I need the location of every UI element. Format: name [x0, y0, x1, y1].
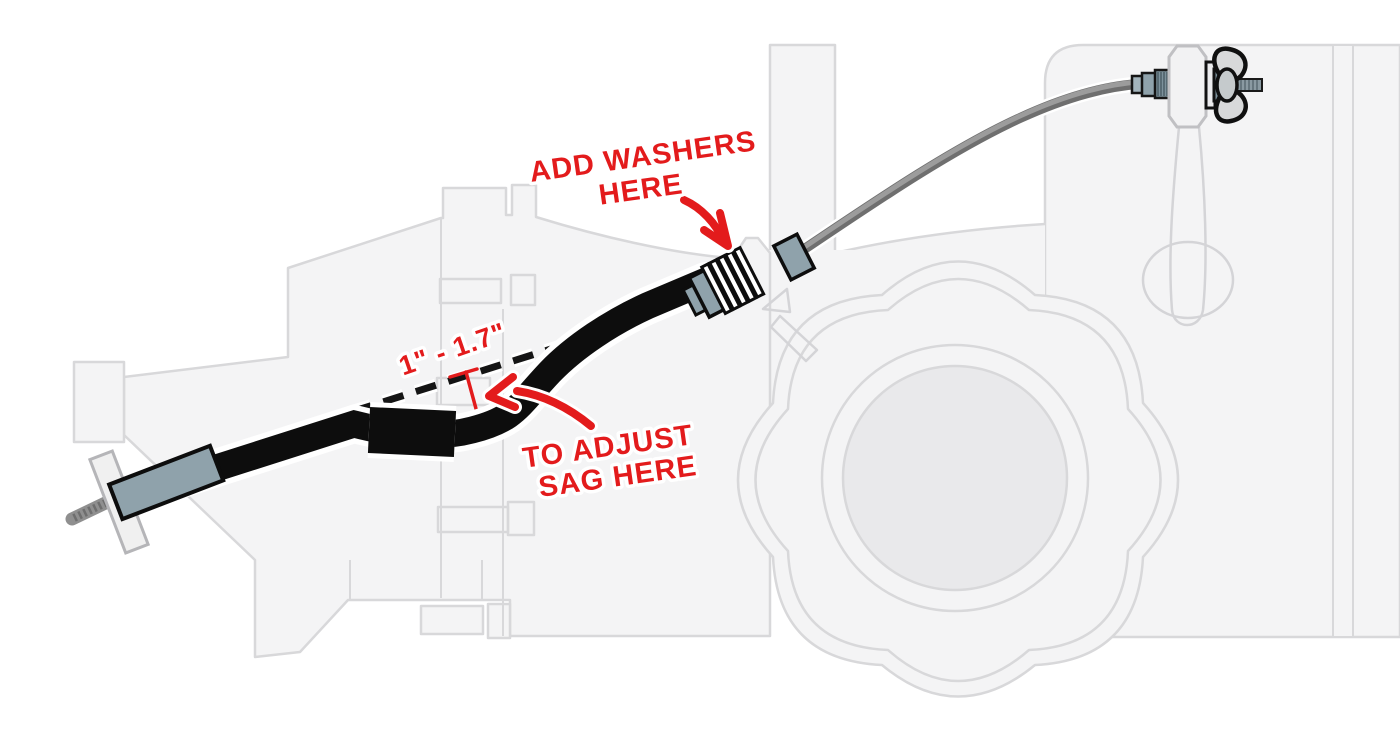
cable-lower-end: [65, 443, 226, 555]
body-bottom-tabs: [419, 602, 512, 640]
background-silhouette: [72, 43, 1400, 698]
cable-rubber-sleeve: [367, 407, 457, 457]
outer-cable: [792, 76, 1146, 260]
mounting-column: [768, 43, 837, 257]
tail-flange: [72, 360, 126, 444]
threaded-rod-ridges: [1240, 80, 1258, 90]
wing-nut-hub: [1215, 67, 1239, 103]
threaded-adjuster: [681, 245, 766, 320]
cable-end-fitting: [106, 443, 226, 522]
annotation-arrows: [482, 193, 735, 433]
bellhousing-inner-ring: [754, 277, 1162, 683]
upper-bracket-arm: [1141, 126, 1235, 327]
adjust-sag-arrow: [482, 370, 598, 433]
wing-nut-assembly: [1130, 44, 1263, 129]
adjuster-thread-ribs: [699, 245, 766, 316]
engine-panel-strip: [1332, 44, 1354, 638]
threaded-section-left-ridges: [1157, 72, 1168, 96]
firewall-bracket: [1167, 44, 1208, 129]
outer-cable-sheen: [797, 79, 1141, 253]
clutch-inspection-circle: [841, 364, 1069, 592]
outer-cable-ferrule: [771, 231, 817, 283]
bracket-arm-details: [761, 287, 819, 363]
body-bolt-bosses: [435, 273, 537, 537]
bellhousing-top-edge: [834, 222, 1046, 255]
bellhousing-bore-ring: [820, 343, 1090, 613]
add-washers-arrow: [677, 193, 735, 253]
